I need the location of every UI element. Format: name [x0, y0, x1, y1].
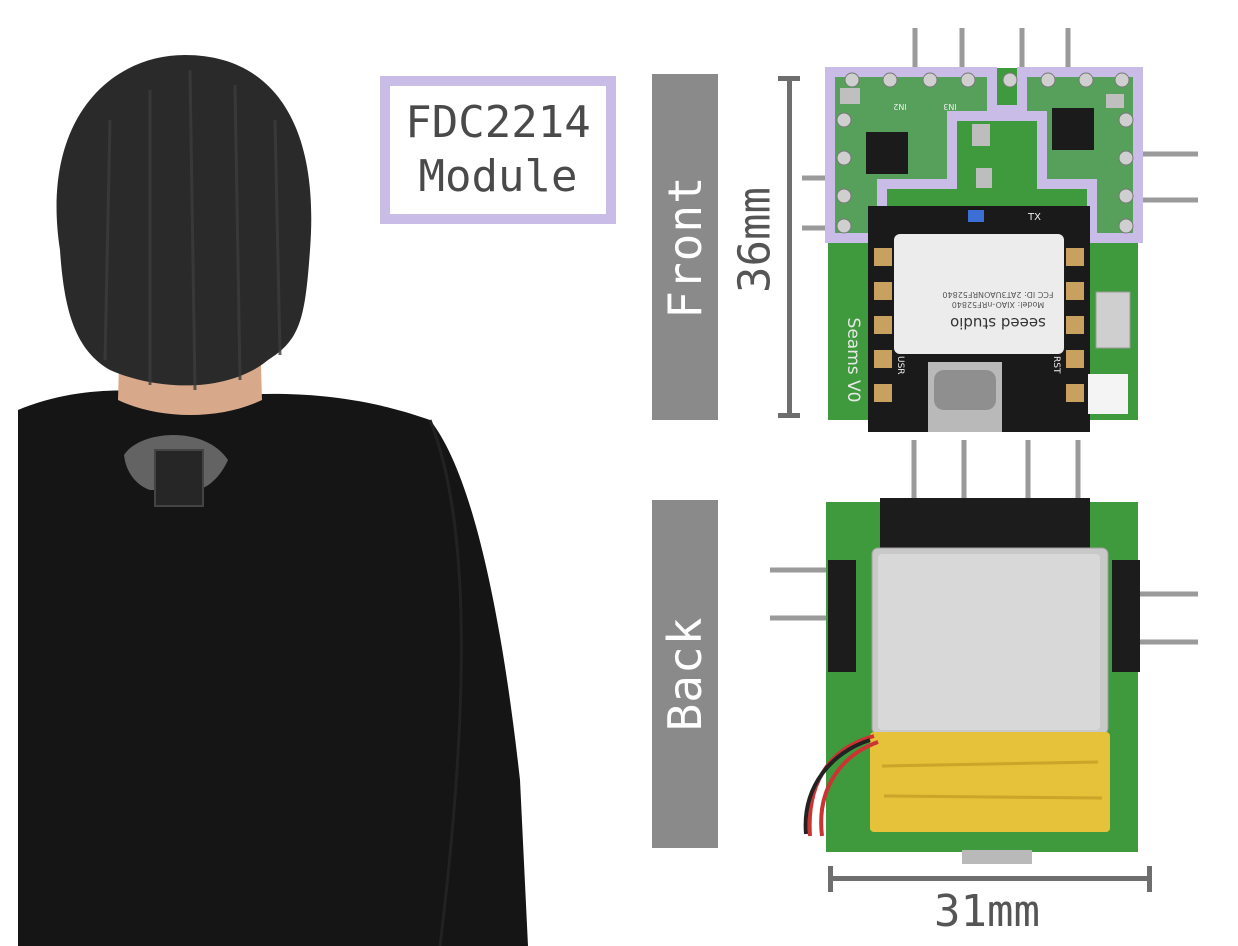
- hair: [56, 55, 312, 386]
- front-board: seeed studio Model: XIAO-nRF52840 FCC ID…: [802, 28, 1198, 432]
- fdc2214-callout: FDC2214 Module: [380, 76, 616, 224]
- pin-rst-label: RST: [1051, 356, 1061, 374]
- front-view-bar: Front: [652, 74, 718, 420]
- module-brand-text: seeed studio: [950, 314, 1046, 332]
- height-label: 36mm: [729, 187, 781, 293]
- height-dimension-line: [778, 76, 800, 418]
- back-board: [770, 440, 1198, 864]
- silk-text: Seams V0: [843, 318, 863, 403]
- callout-line1: FDC2214: [405, 97, 591, 148]
- back-view-bar: Back: [652, 500, 718, 848]
- callout-line2: Module: [418, 151, 578, 202]
- worn-device: [124, 435, 228, 507]
- black-shirt: [18, 390, 528, 946]
- width-label: 31mm: [934, 886, 1040, 937]
- back-label: Back: [658, 616, 712, 732]
- pin-tx-label: TX: [1027, 212, 1041, 223]
- pin-usr-label: USR: [895, 356, 905, 375]
- kapton-tape: [870, 732, 1110, 832]
- person-photo: [18, 55, 528, 946]
- module-fcc-text: FCC ID: 2AT3UAONRF52840: [942, 290, 1053, 299]
- front-label: Front: [658, 175, 712, 319]
- width-dimension-line: [828, 866, 1152, 892]
- channel-label-1: IN2: [893, 102, 906, 111]
- channel-label-2: IN3: [943, 102, 956, 111]
- module-model-text: Model: XIAO-nRF52840: [952, 300, 1045, 309]
